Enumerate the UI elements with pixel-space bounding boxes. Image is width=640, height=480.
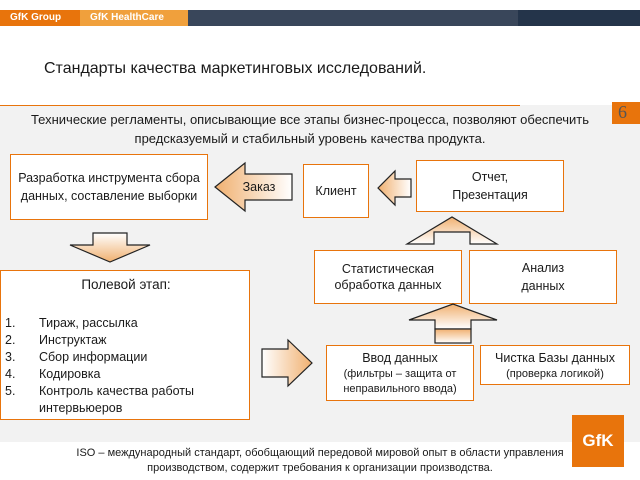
page-title: Стандарты качества маркетинговых исследо… (44, 60, 427, 77)
left-arrow-icon (377, 169, 412, 207)
field-stage-box: Полевой этап: 1. Тираж, рассылка 2. Инстру… (0, 270, 250, 420)
cleaning-box: Чистка Базы данных (проверка логикой) (480, 345, 630, 385)
list-item-number: 3. (5, 350, 16, 364)
right-arrow-icon (261, 338, 313, 388)
statistics-box: Статистическая обработка данных (314, 250, 462, 304)
instrument-label: Разработка инструмента сбора данных, сос… (18, 171, 200, 203)
data-entry-box: Ввод данных (фильтры – защита от неправи… (326, 345, 474, 401)
cleaning-title: Чистка Базы данных (495, 350, 615, 365)
header-bar: GfK Group GfK HealthCare (0, 10, 640, 26)
page-number: 6 (618, 102, 627, 122)
list-item-number: 4. (5, 367, 16, 381)
client-label: Клиент (315, 184, 357, 198)
down-arrow-icon (69, 232, 151, 263)
footer-note: ISO – международный стандарт, обобщающий… (76, 447, 564, 474)
list-item: 5. Контроль качества работы интервьюеров (5, 383, 239, 417)
list-item: 2. Инструктаж (5, 332, 239, 349)
field-stage-list: 1. Тираж, рассылка 2. Инструктаж 3. Сбор ин… (5, 315, 239, 417)
list-item: 3. Сбор информации (5, 349, 239, 366)
panel-divider (0, 105, 520, 106)
list-item-number: 1. (5, 316, 16, 330)
tab-gfk-healthcare[interactable]: GfK HealthCare (80, 10, 188, 26)
list-item-text: Контроль качества работы интервьюеров (39, 384, 195, 415)
instrument-box: Разработка инструмента сбора данных, сос… (10, 154, 208, 220)
list-item-text: Инструктаж (39, 333, 107, 347)
cleaning-subtitle: (проверка логикой) (506, 367, 604, 380)
analysis-box: Анализ данных (469, 250, 617, 304)
tab-gfk-group[interactable]: GfK Group (0, 10, 80, 26)
header-dark-block (518, 10, 640, 26)
list-item: 1. Тираж, рассылка (5, 315, 239, 332)
order-label-container: Заказ (232, 176, 286, 198)
data-entry-subtitle: (фильтры – защита от неправильного ввода… (343, 368, 457, 395)
list-item-text: Тираж, рассылка (39, 316, 138, 330)
report-box: Отчет, Презентация (416, 160, 564, 212)
report-label: Отчет, Презентация (452, 170, 528, 202)
order-arrow-icon (214, 161, 293, 213)
list-item-text: Кодировка (39, 367, 101, 381)
statistics-label: Статистическая обработка данных (334, 262, 442, 292)
up-arrow-icon (404, 216, 500, 245)
analysis-label: Анализ данных (521, 261, 565, 293)
gfk-logo: GfK (572, 415, 624, 467)
data-entry-title: Ввод данных (362, 351, 438, 365)
page-number-badge (612, 102, 640, 124)
client-box: Клиент (303, 164, 369, 218)
up-arrow-icon (408, 303, 498, 344)
list-item: 4. Кодировка (5, 366, 239, 383)
intro-text: Технические регламенты, описывающие все … (30, 112, 590, 146)
list-item-text: Сбор информации (39, 350, 148, 364)
list-item-number: 5. (5, 384, 16, 398)
field-stage-title: Полевой этап: (81, 277, 171, 292)
list-item-number: 2. (5, 333, 16, 347)
order-label: Заказ (242, 180, 276, 194)
